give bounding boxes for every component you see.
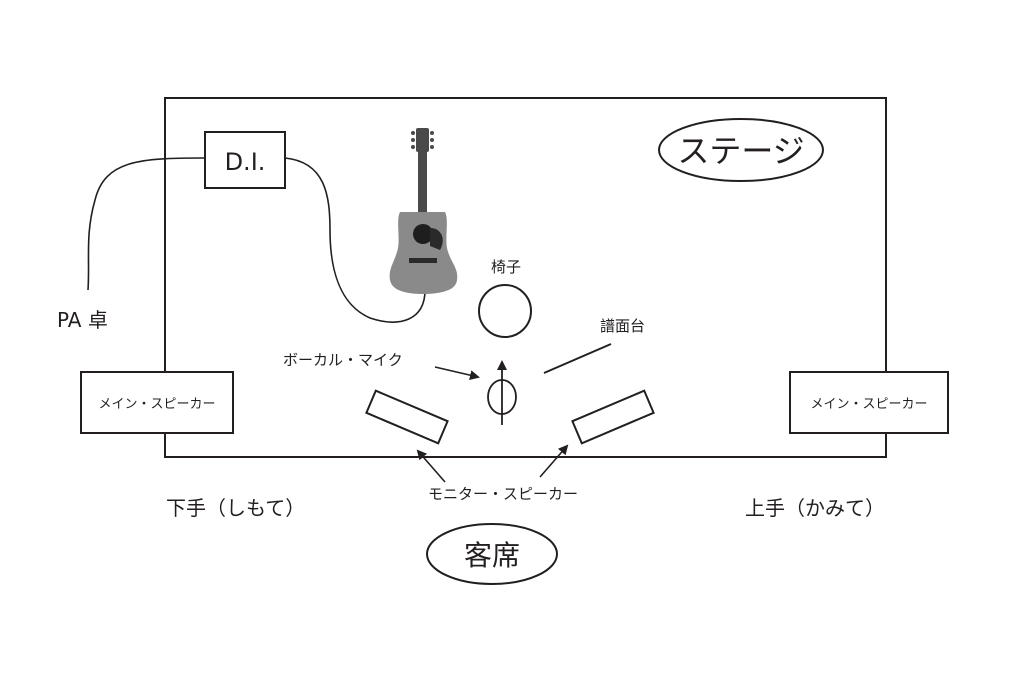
- di-box: [204, 131, 286, 189]
- monitor-left-arrow: [416, 449, 446, 483]
- chair-label: 椅子: [491, 258, 521, 276]
- vocal-mic-arrow: [434, 366, 480, 381]
- monitor-right-arrow: [539, 444, 569, 478]
- chair: [478, 284, 532, 338]
- audience-oval: [426, 523, 558, 585]
- stage-area: [164, 97, 887, 458]
- audience-label: 客席: [464, 539, 520, 572]
- vocal-mic-label: ボーカル・マイク: [283, 351, 403, 369]
- stage-right-label: 上手（かみて）: [745, 496, 885, 520]
- stage-label-oval: [658, 118, 824, 182]
- main-speaker-left-label: メイン・スピーカー: [98, 397, 215, 412]
- stage-left-label: 下手（しもて）: [166, 496, 305, 520]
- di-to-guitar-cable: [284, 157, 426, 323]
- monitor-speaker-right: [571, 389, 655, 445]
- main-speaker-right: [789, 371, 949, 434]
- vocal-mic: [487, 360, 517, 425]
- acoustic-guitar-icon: [389, 128, 458, 294]
- pa-label: PA 卓: [57, 308, 108, 332]
- monitor-speaker-left: [365, 389, 449, 445]
- di-label: D.I.: [225, 148, 266, 176]
- music-stand: [543, 343, 612, 374]
- monitor-speaker-label: モニター・スピーカー: [428, 485, 578, 503]
- stage-label: ステージ: [677, 132, 804, 170]
- main-speaker-right-label: メイン・スピーカー: [810, 397, 927, 412]
- main-speaker-left: [80, 371, 234, 434]
- music-stand-label: 譜面台: [600, 317, 645, 335]
- di-to-pa-cable: [87, 157, 206, 291]
